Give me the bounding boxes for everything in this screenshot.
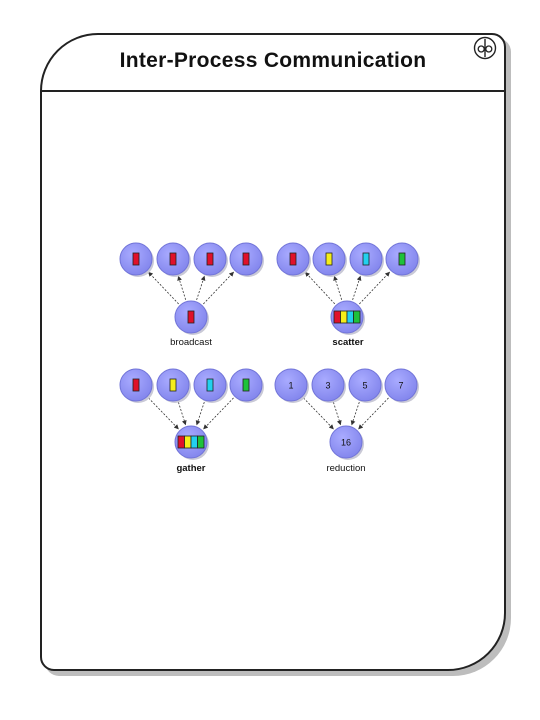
caption-gather: gather — [176, 463, 206, 474]
scatter-node-4-block — [398, 252, 406, 266]
gather-root-node-block — [197, 435, 205, 449]
gather-node-3-block — [206, 378, 214, 392]
broadcast-node-2-block — [169, 252, 177, 266]
caption-reduction: reduction — [326, 463, 366, 474]
scatter-connector — [352, 275, 362, 301]
gather-root-node-block — [190, 435, 198, 449]
gather-node-2-block — [169, 378, 177, 392]
scatter-node-1-block — [289, 252, 297, 266]
reduction-node-4-label: 7 — [398, 381, 403, 391]
reduction-node-1 — [274, 368, 308, 402]
reduction-node-3 — [348, 368, 382, 402]
reduction-connector — [303, 397, 334, 430]
broadcast-node-4-block — [242, 252, 250, 266]
scatter-connector — [304, 271, 336, 305]
gather-node-1-block — [132, 378, 140, 392]
scatter-node-2-block — [325, 252, 333, 266]
logo-icon — [473, 36, 497, 60]
gather-root-node-block — [177, 435, 185, 449]
broadcast-root-node-block — [187, 310, 195, 324]
slide-frame: Inter-Process Communication — [40, 33, 506, 671]
reduction-root-node — [329, 425, 363, 459]
reduction-node-2 — [311, 368, 345, 402]
gather-connector — [203, 397, 234, 430]
slide-title: Inter-Process Communication — [119, 49, 427, 72]
reduction-connector — [333, 402, 342, 426]
caption-scatter: scatter — [332, 337, 364, 348]
broadcast-connector — [177, 275, 187, 300]
gather-connector — [148, 397, 179, 430]
reduction-node-3-label: 5 — [362, 381, 367, 391]
broadcast-connector — [203, 271, 234, 305]
caption-broadcast: broadcast — [170, 337, 212, 348]
gather-connector — [195, 401, 205, 426]
scatter-root-node-block — [346, 310, 354, 324]
scatter-node-3-block — [362, 252, 370, 266]
broadcast-node-3-block — [206, 252, 214, 266]
broadcast-node-1-block — [132, 252, 140, 266]
scatter-connector — [359, 271, 390, 305]
scatter-root-node-block — [353, 310, 361, 324]
reduction-root-node-label: 16 — [341, 438, 351, 448]
broadcast-connector — [196, 275, 206, 301]
reduction-connector — [358, 397, 389, 430]
scatter-connector — [333, 275, 343, 300]
reduction-node-2-label: 3 — [325, 381, 330, 391]
reduction-node-1-label: 1 — [288, 381, 293, 391]
scatter-root-node-block — [340, 310, 348, 324]
gather-node-4-block — [242, 378, 250, 392]
broadcast-connector — [148, 271, 179, 305]
title-divider — [42, 90, 504, 92]
gather-connector — [178, 402, 187, 426]
gather-root-node-block — [184, 435, 192, 449]
reduction-connector — [350, 401, 360, 426]
reduction-node-4 — [384, 368, 418, 402]
scatter-root-node-block — [333, 310, 341, 324]
